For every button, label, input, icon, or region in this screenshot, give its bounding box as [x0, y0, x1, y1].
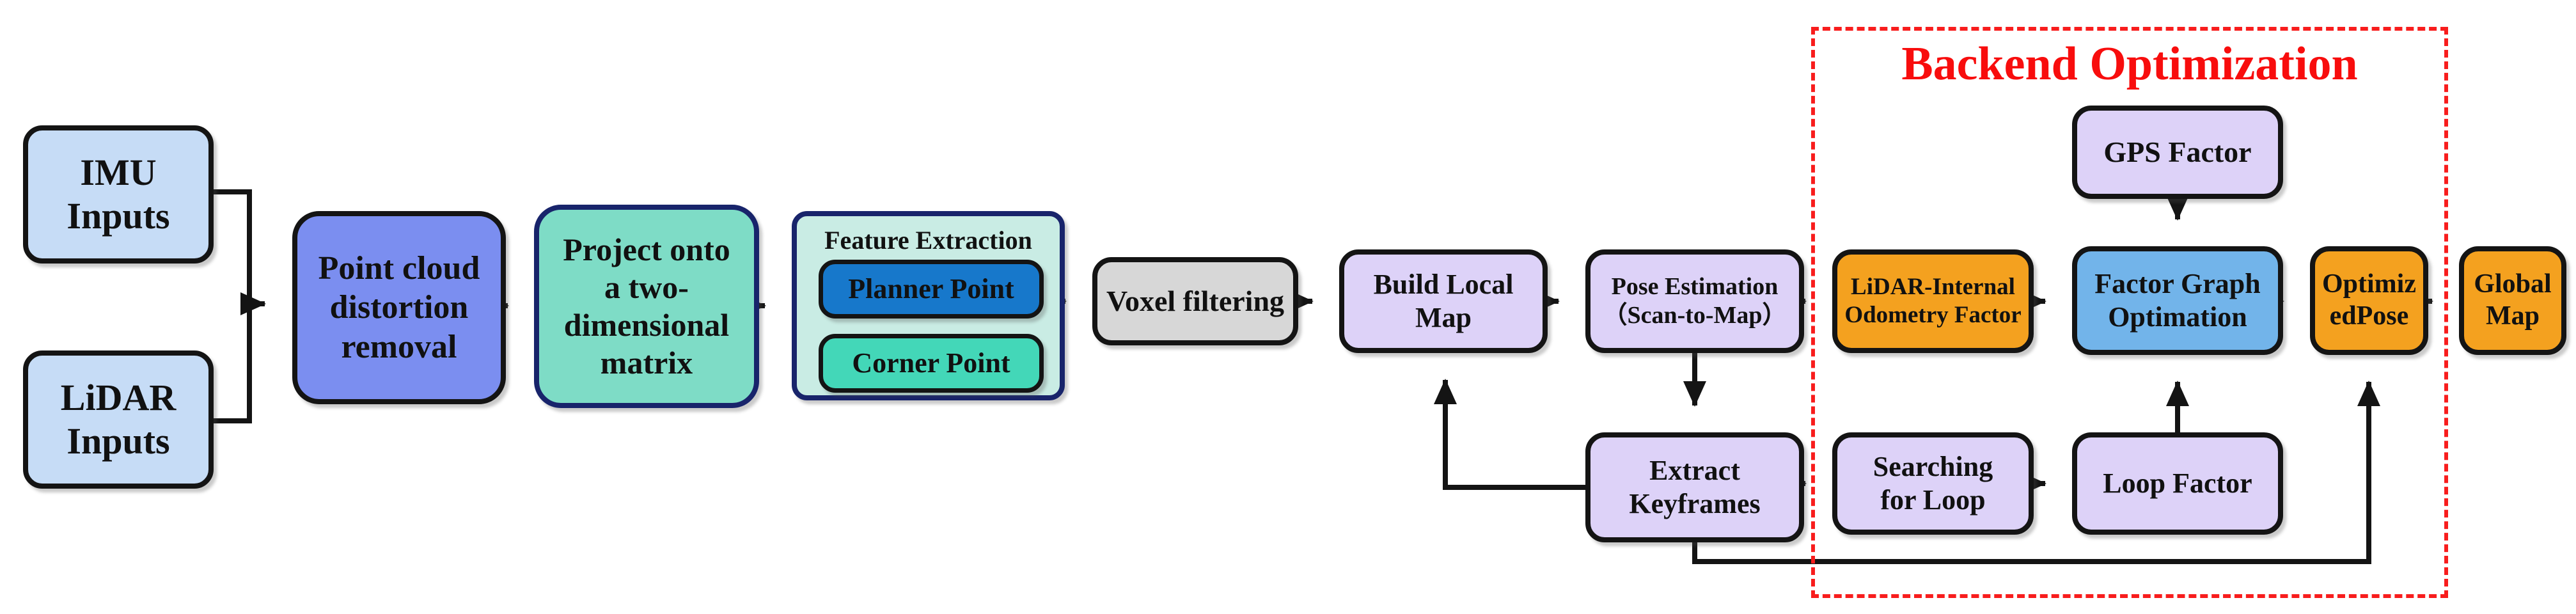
node-optimized-pose: Optimiz edPose	[2310, 246, 2428, 355]
node-build-local-map: Build Local Map	[1339, 249, 1548, 353]
node-extract-keyframes: Extract Keyframes	[1585, 432, 1804, 542]
node-searching-for-loop: Searching for Loop	[1832, 432, 2034, 535]
node-pose-estimation-scan-to-map: Pose Estimation （Scan-to-Map）	[1585, 249, 1804, 353]
node-gps-factor: GPS Factor	[2072, 106, 2283, 199]
node-planner-point: Planner Point	[819, 260, 1044, 319]
node-project-two-dimensional-matrix: Project onto a two- dimensional matrix	[534, 205, 759, 408]
node-global-map: Global Map	[2459, 246, 2566, 355]
node-imu-inputs: IMU Inputs	[23, 125, 214, 264]
feature-extraction-title: Feature Extraction	[824, 226, 1032, 255]
node-corner-point: Corner Point	[819, 334, 1044, 393]
node-point-cloud-distortion-removal: Point cloud distortion removal	[292, 211, 506, 404]
node-voxel-filtering: Voxel filtering	[1092, 257, 1298, 345]
backend-optimization-group-title: Backend Optimization	[1901, 38, 2358, 90]
node-lidar-inputs: LiDAR Inputs	[23, 350, 214, 489]
backend-optimization-group-border	[1811, 27, 2448, 598]
node-loop-factor: Loop Factor	[2072, 432, 2283, 535]
node-factor-graph-optimation: Factor Graph Optimation	[2072, 246, 2283, 355]
node-lidar-internal-odometry-factor: LiDAR-Internal Odometry Factor	[1832, 249, 2034, 353]
node-feature-extraction-group: Feature Extraction Planner Point Corner …	[792, 211, 1065, 400]
